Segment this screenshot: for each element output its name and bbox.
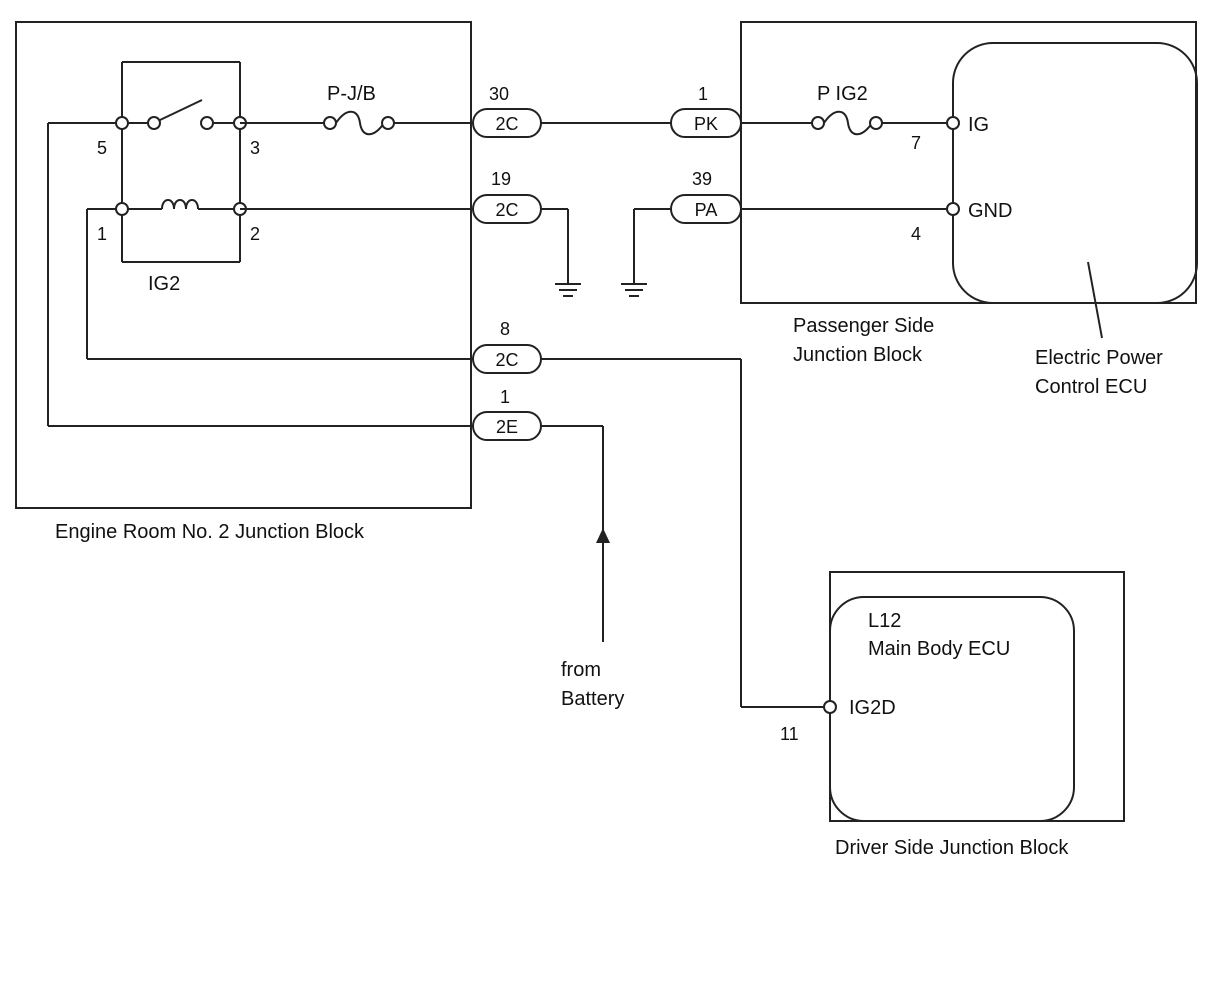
eps-ecu-label-line1: Electric Power	[1035, 347, 1163, 369]
pig2-fuse-label: P IG2	[817, 83, 868, 105]
arrow-up-icon	[596, 528, 610, 543]
battery-label-line1: from	[561, 659, 601, 681]
body-ecu-terminal-ig2d	[823, 700, 837, 714]
engine-room-block-label: Engine Room No. 2 Junction Block	[55, 521, 365, 543]
ecu-terminal-pin: 4	[911, 224, 921, 244]
connector-code-label: 2E	[496, 417, 518, 437]
relay-coil-icon	[161, 199, 199, 210]
ecu-terminal-pin: 7	[911, 133, 921, 153]
passenger-side-junction-block	[740, 21, 1197, 304]
body-ecu-code: L12	[868, 610, 901, 632]
ground-symbol	[541, 208, 581, 297]
connector-pin-label: 1	[500, 387, 510, 407]
body-ecu-name: Main Body ECU	[868, 638, 1010, 660]
ecu-terminal-ig	[946, 116, 960, 130]
driver-block-label: Driver Side Junction Block	[835, 837, 1069, 859]
passenger-block-label-line2: Junction Block	[793, 344, 923, 366]
connector-pin-label: 1	[698, 84, 708, 104]
relay-name-label: IG2	[148, 273, 180, 295]
connector-code-label: 2C	[495, 350, 518, 370]
ecu-leader-line	[1087, 261, 1103, 339]
ecu-terminal-name: IG	[968, 114, 989, 136]
connector-code-label: PK	[694, 114, 718, 134]
relay-terminal-5	[115, 116, 129, 130]
pjb-fuse-icon	[335, 110, 385, 136]
body-ecu-terminal-pin: 11	[780, 724, 799, 744]
connector-pin-label: 19	[491, 169, 511, 189]
connector-pin-label: 8	[500, 319, 510, 339]
ig2-relay	[115, 61, 247, 263]
relay-switch-contact	[159, 99, 203, 121]
passenger-block-label-line1: Passenger Side	[793, 315, 934, 337]
relay-pin-label: 5	[97, 138, 107, 158]
ecu-terminal-gnd	[946, 202, 960, 216]
connector-code-label: 2C	[495, 200, 518, 220]
relay-pin-label: 2	[250, 224, 260, 244]
connector-pin-label: 30	[489, 84, 509, 104]
battery-label-line2: Battery	[561, 688, 624, 710]
connector-pin-label: 39	[692, 169, 712, 189]
ground-symbol	[621, 208, 671, 297]
relay-terminal-1	[115, 202, 129, 216]
engine-room-junction-block	[15, 21, 472, 509]
connector-code-label: PA	[695, 200, 718, 220]
body-ecu-terminal-name: IG2D	[849, 697, 896, 719]
relay-pin-label: 3	[250, 138, 260, 158]
electric-power-control-ecu	[952, 42, 1198, 304]
connector-code-label: 2C	[495, 114, 518, 134]
ecu-terminal-name: GND	[968, 200, 1012, 222]
relay-pin-label: 1	[97, 224, 107, 244]
pig2-fuse-icon	[823, 110, 873, 136]
pjb-fuse-label: P-J/B	[327, 83, 376, 105]
eps-ecu-label-line2: Control ECU	[1035, 376, 1147, 398]
